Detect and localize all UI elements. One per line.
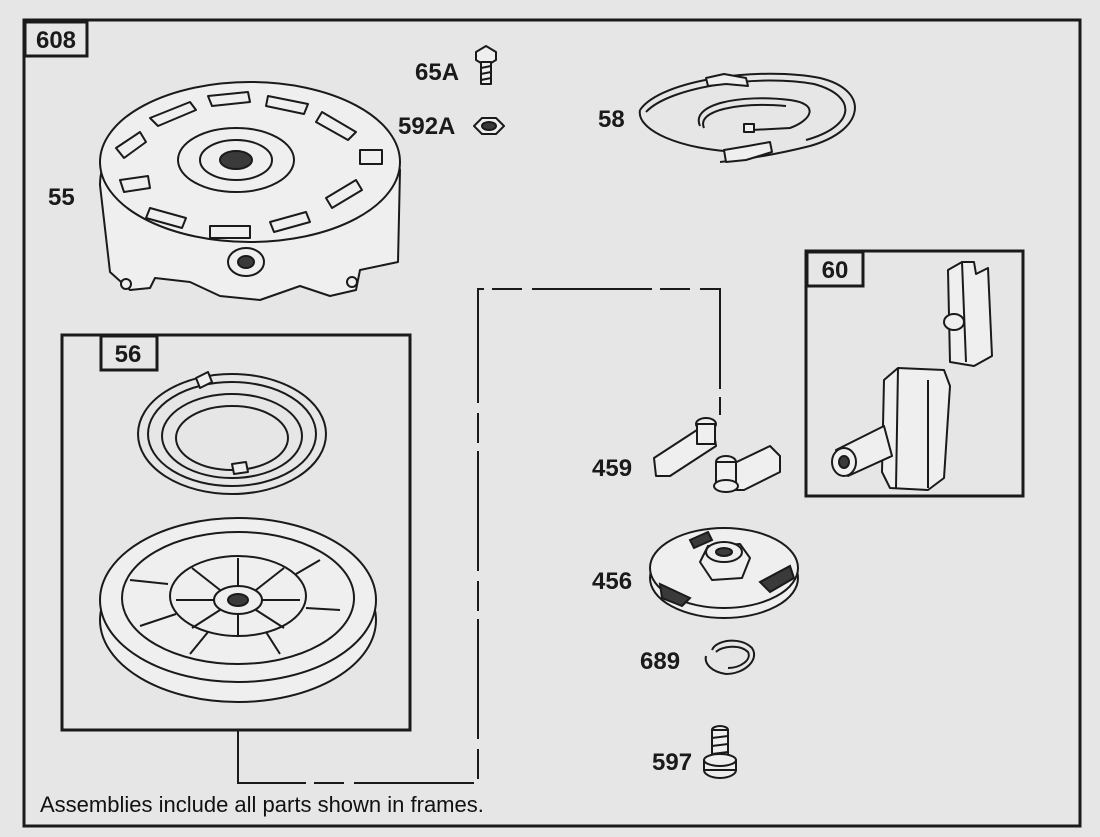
part-597-screw [703,725,737,779]
part-recoil-spring [137,371,327,495]
part-592a-nut [473,117,505,135]
part-58-starter-rope [638,72,856,163]
part-459-pawls [653,417,781,493]
part-rope-handle [831,367,951,491]
part-55-recoil-housing [99,81,401,301]
part-689-retainer-ring [704,639,755,676]
part-456-label: 456 [592,568,632,595]
part-689-label: 689 [640,648,680,675]
assembly-60-label: 60 [822,257,849,284]
part-starter-pulley [99,517,377,703]
footnote: Assemblies include all parts shown in fr… [40,792,484,817]
part-55-label: 55 [48,184,75,211]
part-597-label: 597 [652,749,692,776]
assembly-56-frame: 56 [60,333,412,732]
part-592a-label: 592A [398,113,455,140]
part-handle-insert [943,261,993,367]
part-456-ratchet [649,527,799,619]
assembly-608-label-box: 608 [23,20,89,58]
part-65a-label: 65A [415,59,459,86]
assembly-608-label: 608 [36,27,76,54]
part-459-label: 459 [592,455,632,482]
connector-lines [237,288,721,784]
part-65a-bolt [475,45,497,85]
part-58-label: 58 [598,106,625,133]
assembly-56-label: 56 [115,341,142,368]
assembly-60-frame: 60 [804,249,1025,498]
outer-frame [22,18,1082,828]
